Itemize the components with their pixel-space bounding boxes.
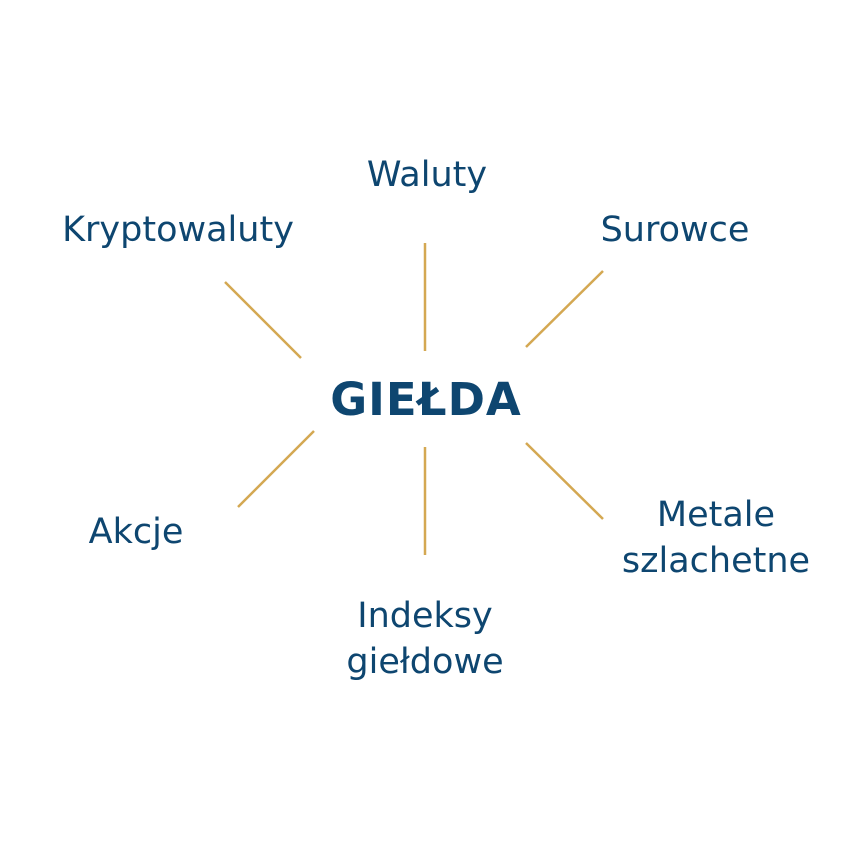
node-akcje-label: Akcje: [88, 512, 184, 552]
node-metale-line1: Metale: [656, 495, 776, 535]
node-indeksy-line2: giełdowe: [346, 642, 504, 682]
node-surowce-label: Surowce: [600, 210, 750, 250]
node-waluty: Waluty: [312, 152, 542, 198]
line-to-metale: [525, 442, 604, 520]
center-node-gielda: GIEŁDA: [330, 373, 522, 426]
node-waluty-label: Waluty: [366, 155, 488, 195]
node-metale-szlachetne: Metale szlachetne: [596, 492, 836, 584]
node-akcje: Akcje: [56, 509, 216, 555]
node-kryptowaluty: Kryptowaluty: [30, 207, 326, 253]
node-kryptowaluty-label: Kryptowaluty: [62, 210, 294, 250]
line-to-surowce: [525, 270, 604, 348]
node-surowce: Surowce: [570, 207, 780, 253]
line-to-kryptowaluty: [224, 281, 302, 359]
node-metale-line2: szlachetne: [621, 541, 811, 581]
node-indeksy-gieldowe: Indeksy giełdowe: [300, 593, 550, 685]
node-indeksy-line1: Indeksy: [357, 596, 493, 636]
line-to-akcje: [237, 430, 315, 508]
